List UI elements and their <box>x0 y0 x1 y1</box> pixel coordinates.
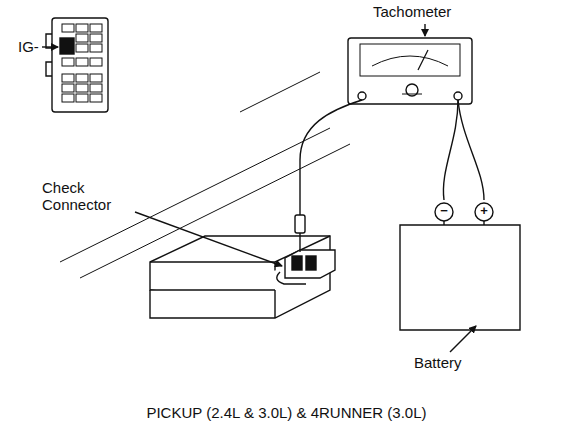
terminal-label: IG- <box>18 39 39 56</box>
polarity-symbol: − <box>437 204 451 218</box>
figure-caption: PICKUP (2.4L & 3.0L) & 4RUNNER (3.0L) <box>0 404 573 421</box>
part-label: Tachometer <box>373 4 451 21</box>
polarity-symbol: + <box>477 204 491 218</box>
part-label: Battery <box>414 355 462 372</box>
part-label: Check Connector <box>42 180 124 213</box>
